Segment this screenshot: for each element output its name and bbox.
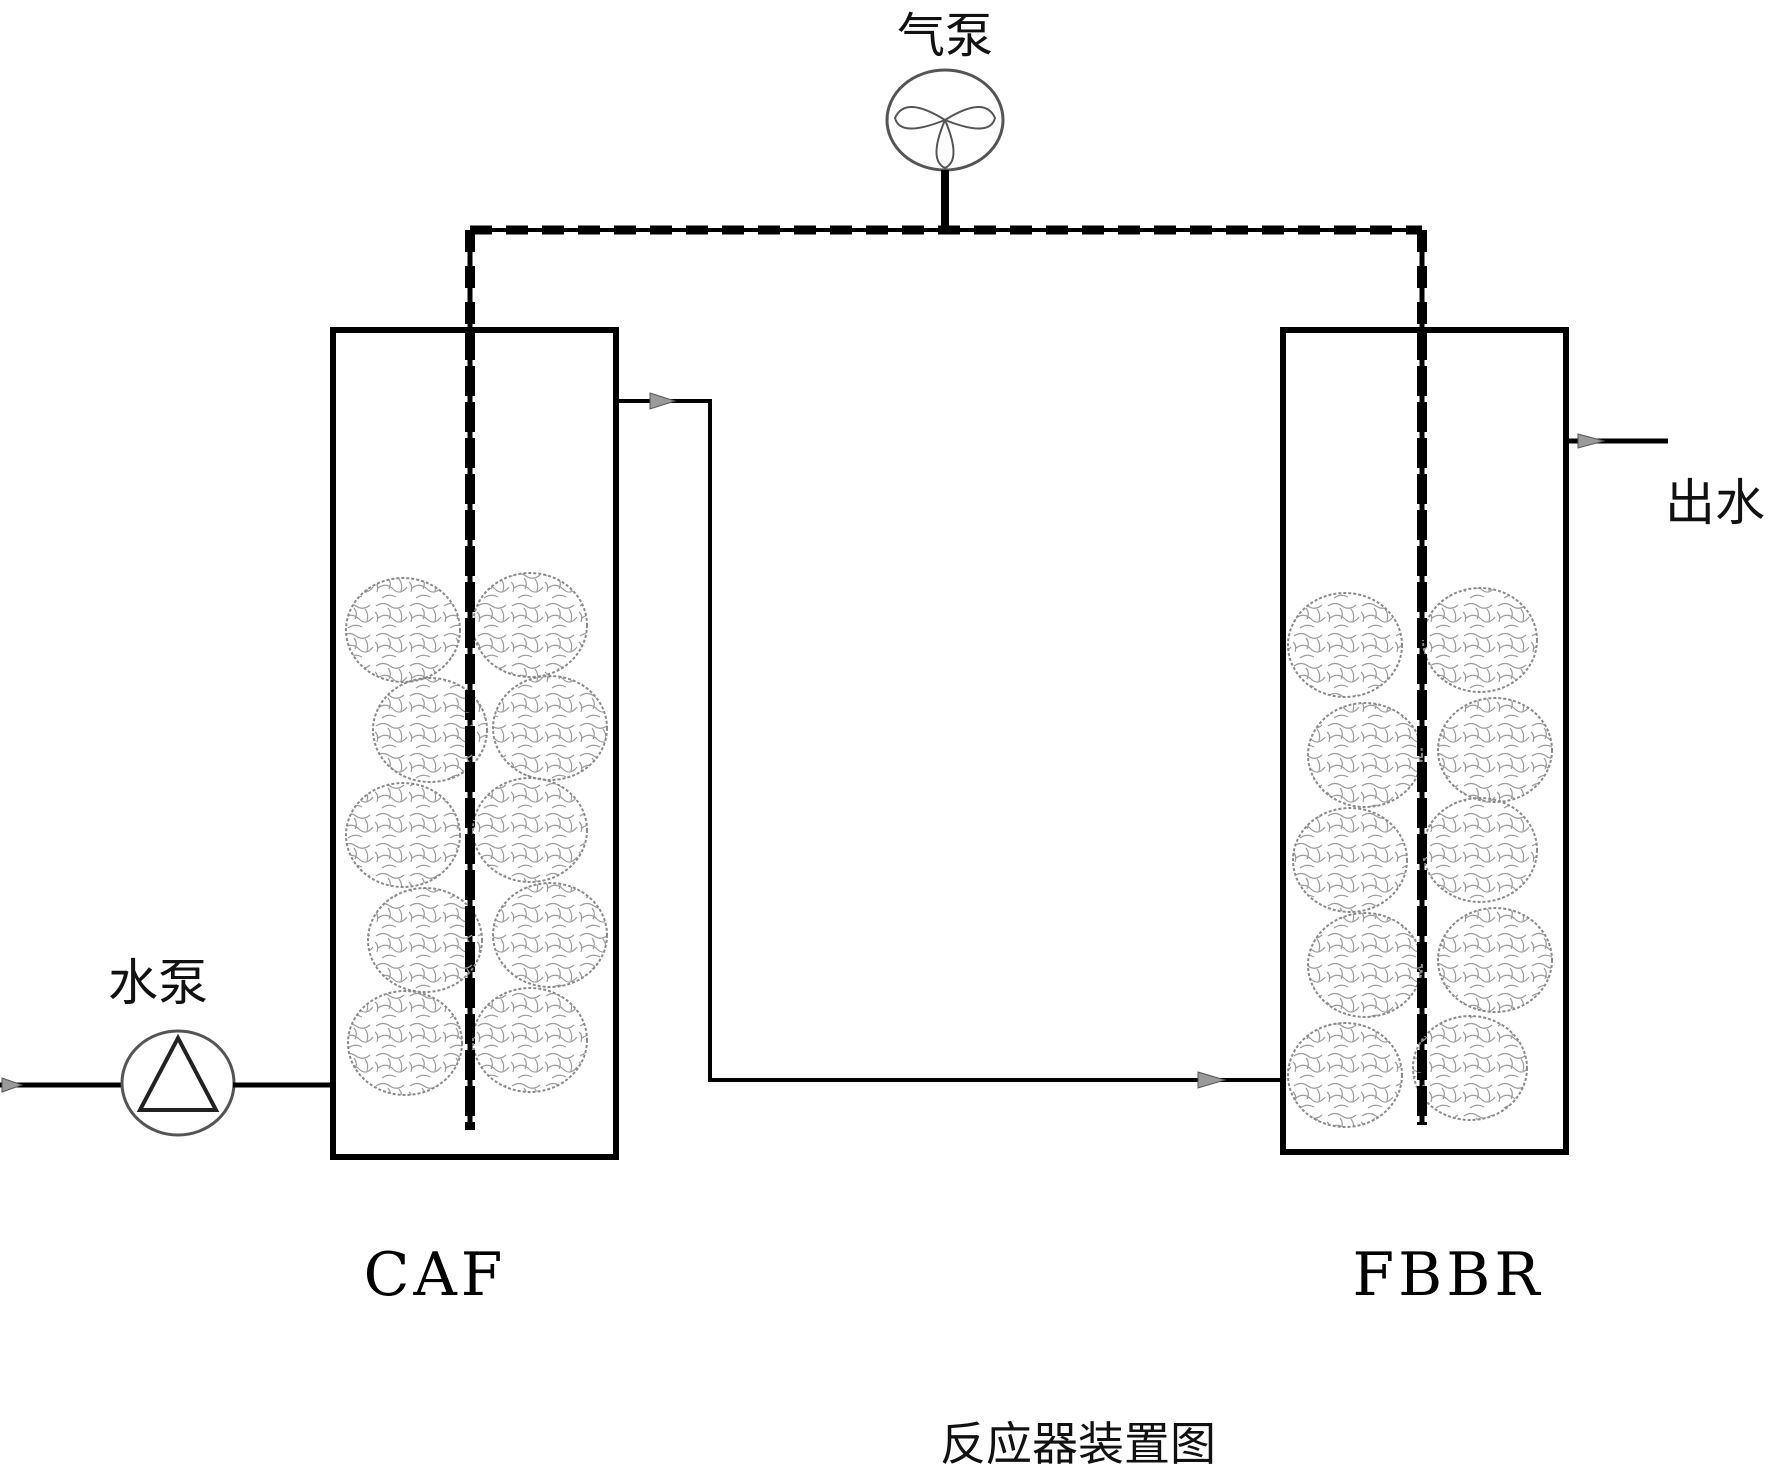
reactor-caf-label: CAF	[364, 1240, 507, 1310]
flow-arrow-icon	[1577, 433, 1606, 449]
air-pump-label: 气泵	[897, 8, 993, 64]
outlet-label: 出水	[1665, 474, 1765, 532]
figure-caption: 反应器装置图	[940, 1417, 1216, 1468]
water-pump-label: 水泵	[108, 954, 208, 1012]
water-pump-icon	[120, 1029, 236, 1137]
transfer-pipe	[616, 399, 1283, 1082]
flow-arrow-icon	[1197, 1071, 1227, 1089]
flow-arrow-icon	[649, 392, 677, 410]
air-pump-icon	[885, 68, 1005, 172]
air-distribution-pipe	[465, 225, 1427, 1130]
caf-media-beds	[345, 572, 608, 1096]
fbbr-media-beds	[1287, 587, 1553, 1128]
flow-arrow-icon	[1, 1077, 24, 1093]
reactor-fbbr-label: FBBR	[1353, 1240, 1544, 1310]
